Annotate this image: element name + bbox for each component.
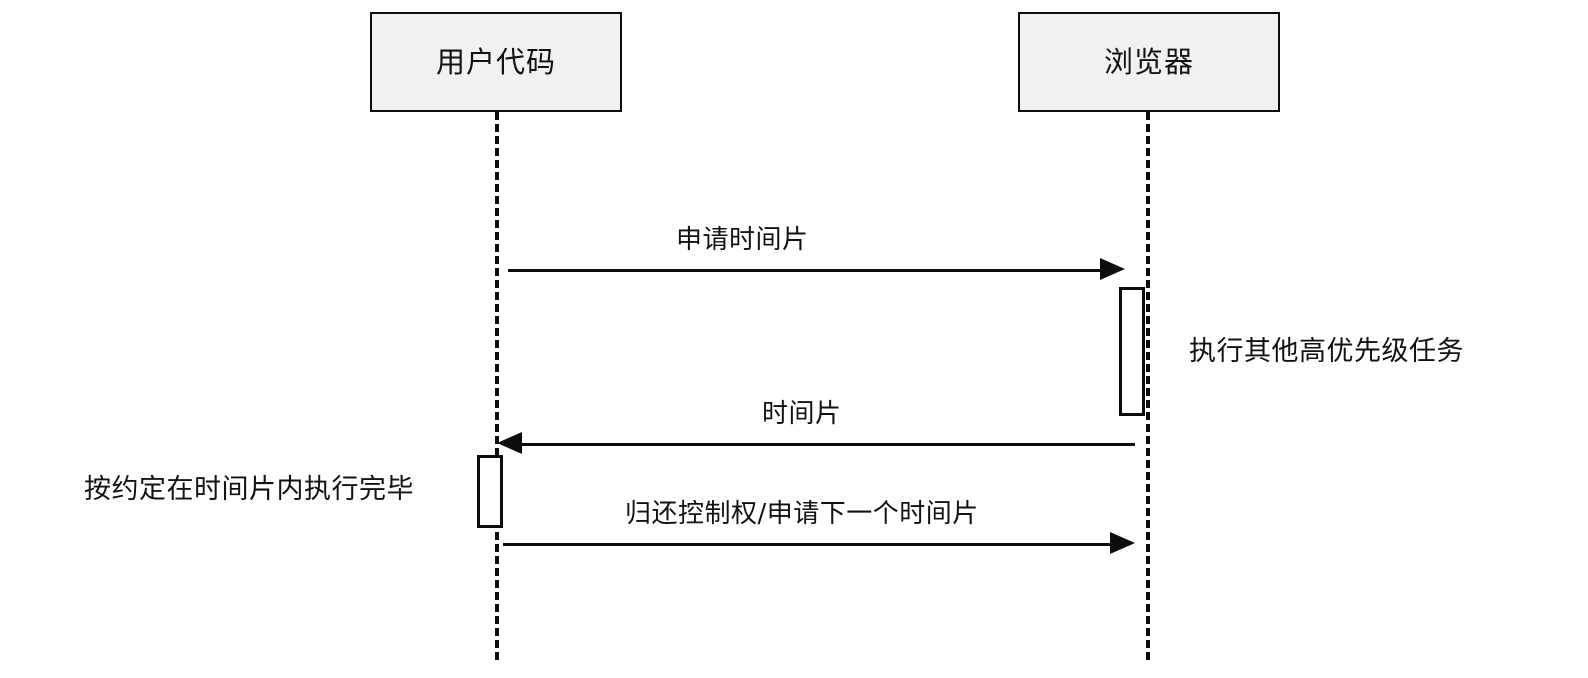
message-label-yield-control: 归还控制权/申请下一个时间片: [625, 499, 979, 529]
message-line-yield-control: [503, 543, 1110, 546]
participant-box-browser[interactable]: 浏览器: [1018, 12, 1280, 112]
message-label-grant-timeslice: 时间片: [762, 399, 842, 429]
arrowhead-right-request-timeslice: [1100, 258, 1125, 280]
message-line-grant-timeslice: [522, 443, 1135, 446]
message-label-request-timeslice: 申请时间片: [676, 225, 809, 255]
participant-label-user-code: 用户代码: [435, 44, 556, 79]
note-user-code-finish-in-timeslice: 按约定在时间片内执行完毕: [84, 474, 414, 505]
note-browser-high-priority-tasks: 执行其他高优先级任务: [1189, 336, 1464, 367]
arrowhead-left-grant-timeslice: [497, 432, 522, 454]
message-line-request-timeslice: [508, 269, 1100, 272]
lifeline-browser: [1146, 112, 1150, 660]
activation-bar-user-code: [477, 455, 503, 528]
participant-box-user-code[interactable]: 用户代码: [370, 12, 622, 112]
participant-label-browser: 浏览器: [1103, 44, 1194, 79]
lifeline-user-code: [495, 112, 499, 660]
activation-bar-browser: [1119, 287, 1145, 416]
arrowhead-right-yield-control: [1110, 532, 1135, 554]
